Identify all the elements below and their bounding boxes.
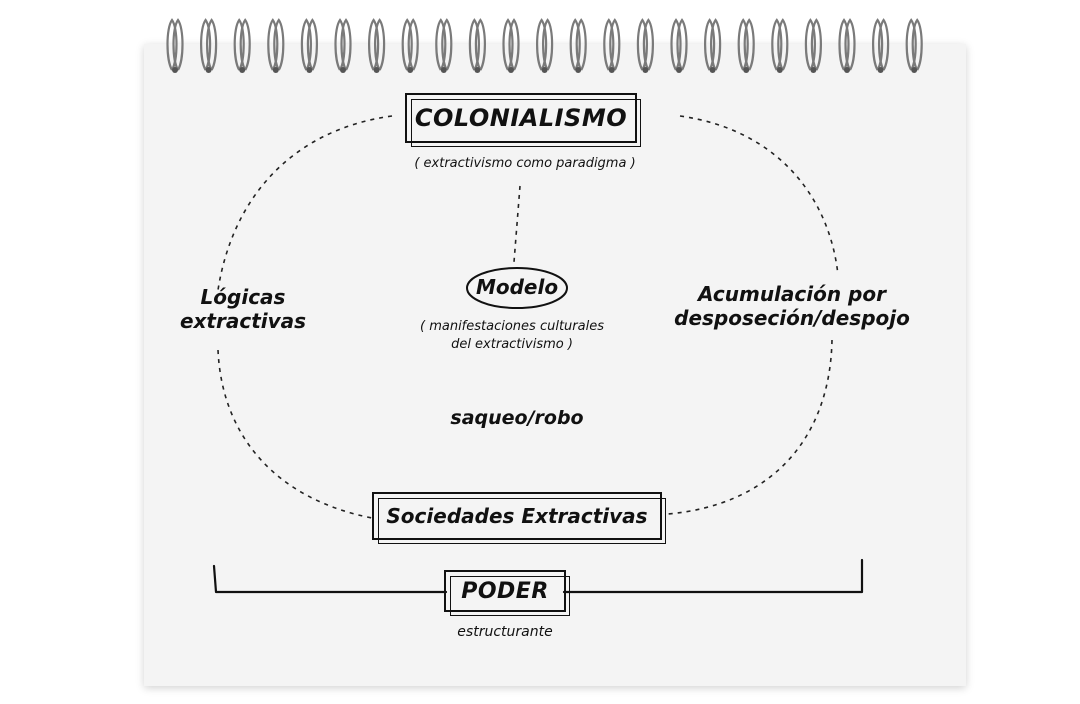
binding-ring [636,18,648,71]
binding-ring [368,18,380,71]
binding-hole [776,67,783,73]
binding-ring [300,18,312,71]
spiral-binding [166,18,923,73]
sociedades-extractivas-box: Sociedades Extractivas [372,492,666,544]
binding-hole [810,67,817,73]
binding-hole [642,67,649,73]
binding-ring [200,18,212,71]
binding-ring [911,18,923,71]
sociedades-extractivas-label: Sociedades Extractivas [386,504,648,528]
binding-ring [575,18,587,71]
dashed-connector [513,185,521,263]
binding-hole [407,67,414,73]
poder-label: PODER [461,578,549,604]
binding-ring [401,18,413,71]
binding-ring [233,18,245,71]
dashed-arc-bottom-right [667,339,833,515]
binding-hole [743,67,750,73]
binding-ring [474,18,486,71]
left-label-line2: extractivas [179,309,307,333]
binding-ring [206,18,218,71]
binding-ring [468,18,480,71]
dashed-arc-top-left [217,115,393,291]
dashed-arc-bottom-left [217,349,373,519]
binding-ring [609,18,621,71]
binding-ring [340,18,352,71]
binding-ring [306,18,318,71]
binding-hole [575,67,582,73]
modelo-subtitle-line2: del extractivismo ) [451,337,573,352]
binding-ring [273,18,285,71]
binding-ring [710,18,722,71]
saqueo-robo-label: saqueo/robo [450,407,584,429]
poder-subtitle: estructurante [457,624,553,640]
binding-hole [272,67,279,73]
binding-ring [407,18,419,71]
binding-ring [642,18,654,71]
binding-hole [205,67,212,73]
binding-ring [172,18,184,71]
binding-hole [508,67,514,73]
binding-ring [804,18,816,71]
binding-ring [838,18,850,71]
binding-ring [905,18,917,71]
binding-ring [676,18,688,71]
binding-ring [239,18,251,71]
binding-ring [603,18,615,71]
binding-ring [441,18,453,71]
notebook-page [144,44,966,686]
colonialismo-title: COLONIALISMO [414,104,628,132]
binding-hole [306,67,313,73]
binding-ring [737,18,749,71]
binding-ring [374,18,386,71]
logicas-extractivas-label: Lógicas extractivas [178,285,308,333]
binding-ring [334,18,346,71]
binding-hole [373,67,380,73]
right-label-line2: desposeción/despojo [674,306,910,330]
poder-bracket [212,558,864,594]
binding-hole [440,67,447,73]
binding-ring [771,18,783,71]
binding-hole [709,67,716,73]
binding-ring [777,18,789,71]
binding-ring [508,18,520,71]
modelo-label: Modelo [475,275,559,299]
binding-hole [608,67,615,73]
binding-hole [474,67,481,73]
binding-ring [536,18,548,71]
binding-ring [878,18,890,71]
binding-ring [743,18,755,71]
modelo-subtitle: ( manifestaciones culturales del extract… [392,318,632,354]
binding-hole [676,67,682,73]
binding-ring [166,18,178,71]
poder-box: PODER [444,570,570,616]
binding-ring [704,18,716,71]
binding-ring [435,18,447,71]
modelo-subtitle-line1: ( manifestaciones culturales [420,319,604,334]
binding-ring [670,18,682,71]
binding-ring [542,18,554,71]
binding-ring [267,18,279,71]
binding-hole [844,67,850,73]
modelo-ellipse [466,267,568,309]
binding-hole [172,67,178,73]
colonialismo-box: COLONIALISMO [405,93,641,147]
acumulacion-label: Acumulación por desposeción/despojo [672,282,912,330]
binding-hole [877,67,884,73]
binding-hole [541,67,548,73]
binding-hole [239,67,246,73]
dashed-arc-top-right [679,115,839,276]
binding-ring [502,18,514,71]
right-label-line1: Acumulación por [698,282,886,306]
binding-ring [810,18,822,71]
binding-ring [872,18,884,71]
binding-ring [844,18,856,71]
binding-hole [340,67,346,73]
binding-hole [911,67,918,73]
binding-ring [569,18,581,71]
left-label-line1: Lógicas [200,285,286,309]
colonialismo-subtitle: ( extractivismo como paradigma ) [414,156,636,171]
